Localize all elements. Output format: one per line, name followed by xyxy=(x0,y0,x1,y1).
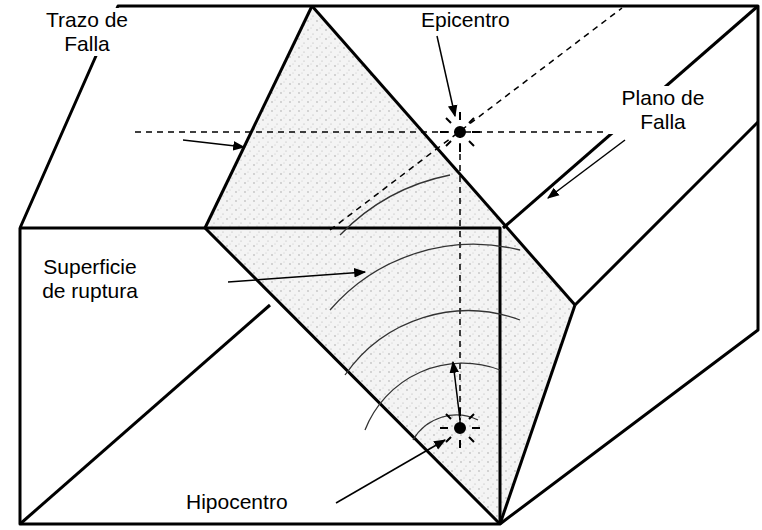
rupture-fronts xyxy=(330,175,520,440)
reference-lines xyxy=(135,8,622,428)
fault-plane xyxy=(205,6,575,524)
hypocenter-label: Hipocentro xyxy=(183,490,291,514)
rupture-surface-label: Superficie de ruptura xyxy=(28,255,152,303)
focus-markers xyxy=(440,112,480,448)
epicenter-label: Epicentro xyxy=(418,8,513,32)
fault-plane-label: Plano de Falla xyxy=(606,86,720,134)
block-outline xyxy=(20,6,758,524)
leader-arrows xyxy=(183,36,625,503)
fault-trace-label: Trazo de Falla xyxy=(30,8,144,56)
